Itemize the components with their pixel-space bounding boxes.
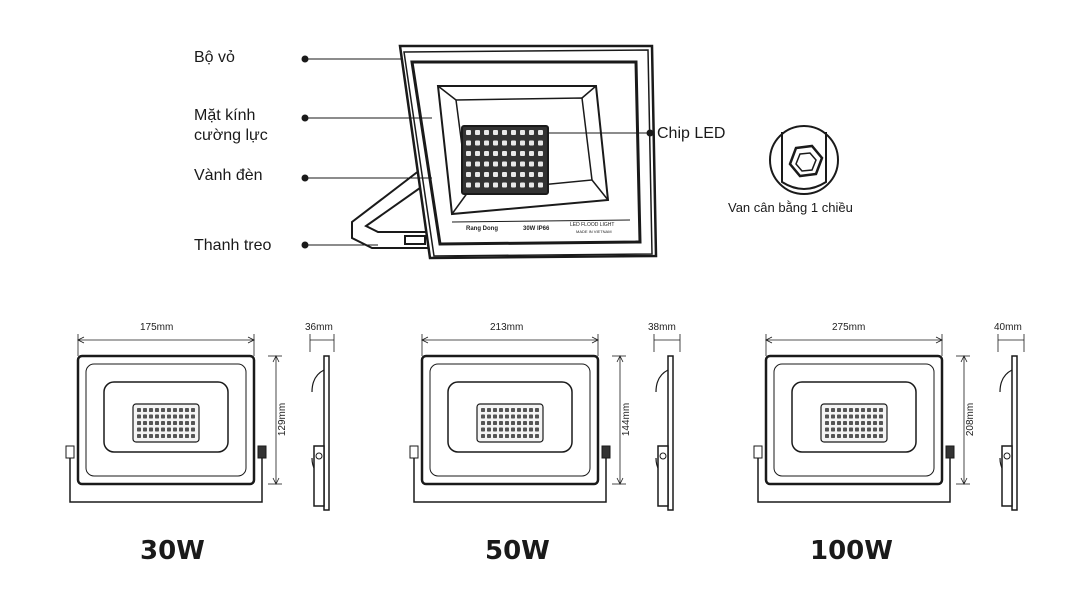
glass-label-line1: Mặt kính: [194, 107, 256, 124]
glass-label-line2: cường lực: [194, 127, 268, 144]
height-30w: 129mm: [277, 402, 289, 437]
width-30w: 175mm: [140, 322, 174, 333]
width-50w: 213mm: [490, 322, 524, 333]
housing-label: Bộ vỏ: [194, 49, 235, 66]
width-100w: 275mm: [832, 322, 866, 333]
dimension-view-2: [409, 334, 681, 511]
power-30w: 30W: [140, 536, 205, 566]
spec-print: 30W IP66: [523, 226, 550, 232]
dimension-view-3: [753, 334, 1025, 511]
rim-label: Vành đèn: [194, 167, 263, 184]
depth-30w: 36mm: [305, 322, 333, 333]
depth-100w: 40mm: [994, 322, 1022, 333]
depth-50w: 38mm: [648, 322, 676, 333]
power-100w: 100W: [810, 536, 893, 566]
dimension-view-1: [65, 334, 335, 511]
type-print: LED FLOOD LIGHT: [570, 222, 615, 228]
height-50w: 144mm: [621, 402, 633, 437]
height-100w: 208mm: [965, 402, 977, 437]
chip-label: Chip LED: [657, 125, 726, 142]
bracket-label: Thanh treo: [194, 237, 272, 254]
housing-drawing: [398, 44, 658, 260]
valve-label: Van cân bằng 1 chiều: [728, 200, 853, 215]
brand-print: Rang Dong: [466, 226, 498, 232]
origin-print: MADE IN VIETNAM: [576, 229, 612, 234]
power-50w: 50W: [485, 536, 550, 566]
